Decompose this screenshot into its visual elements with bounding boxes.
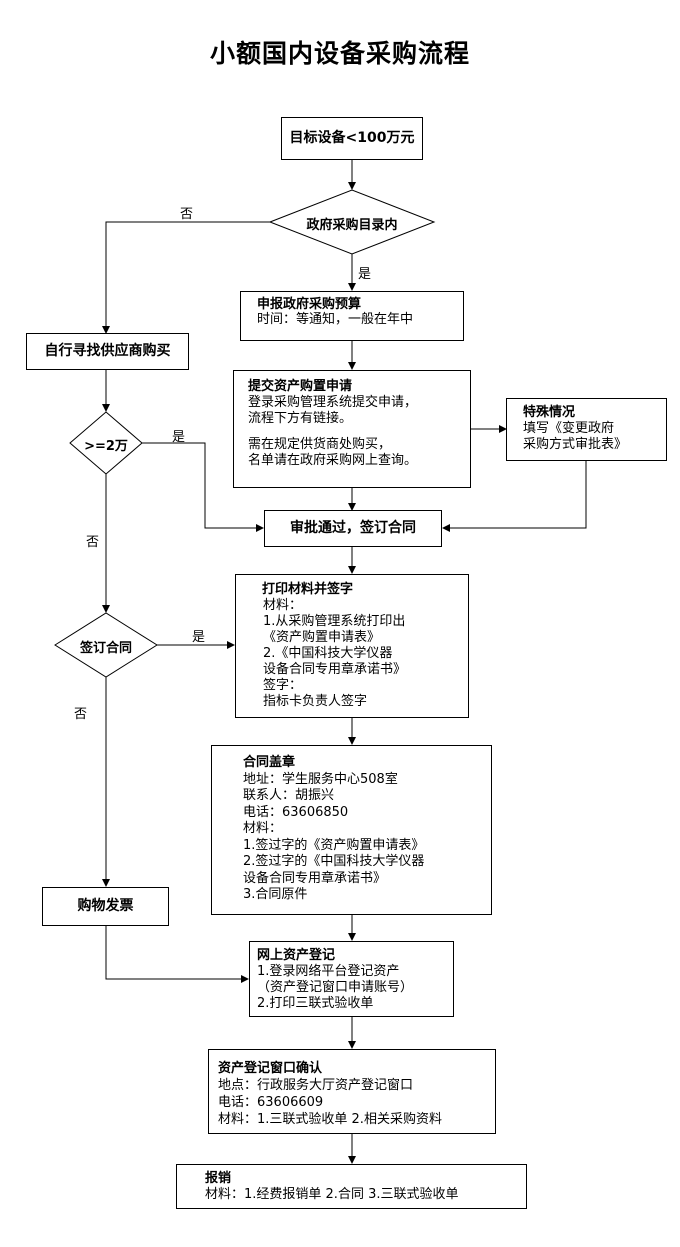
special-case-title: 特殊情况 [523, 405, 576, 420]
seal-line: 地址：学生服务中心508室 [243, 771, 398, 787]
no-2w-label: 否 [86, 535, 100, 550]
yes-catalog-label: 是 [358, 267, 372, 282]
gov-catalog-label: 政府采购目录内 [306, 218, 398, 233]
no-contract-label: 否 [74, 707, 88, 722]
online-reg-title: 网上资产登记 [257, 948, 336, 963]
report-budget-box: 申报政府采购预算 时间：等通知，一般在年中 [240, 291, 464, 341]
window-confirm-box: 资产登记窗口确认 地点：行政服务大厅资产登记窗口 电话：63606609 材料：… [208, 1049, 496, 1134]
yes-contract-label: 是 [192, 630, 206, 645]
yes-2w-label: 是 [172, 430, 186, 445]
special-case-box: 特殊情况 填写《变更政府 采购方式审批表》 [506, 398, 667, 461]
submit-request-line: 需在规定供货商处购买， [248, 437, 392, 452]
print-sign-line: 指标卡负责人签字 [263, 694, 368, 709]
target-device-label: 目标设备<100万元 [289, 130, 415, 146]
window-confirm-line: 地点：行政服务大厅资产登记窗口 [218, 1078, 414, 1093]
print-sign-line: 签字： [263, 678, 303, 693]
online-reg-line: （资产登记窗口申请账号） [257, 980, 414, 995]
window-confirm-line: 材料：1.三联式验收单 2.相关采购资料 [218, 1112, 442, 1127]
seal-line: 材料： [243, 821, 283, 836]
approve-sign-label: 审批通过，签订合同 [290, 520, 416, 536]
print-sign-title: 打印材料并签字 [262, 582, 354, 597]
submit-request-box: 提交资产购置申请 登录采购管理系统提交申请， 流程下方有链接。 需在规定供货商处… [233, 370, 471, 488]
self-buy-box: 自行寻找供应商购买 [26, 333, 189, 370]
reimburse-box: 报销 材料：1.经费报销单 2.合同 3.三联式验收单 [176, 1164, 527, 1209]
seal-line: 1.签过字的《资产购置申请表》 [243, 837, 425, 853]
submit-request-line [248, 427, 470, 437]
reimburse-title: 报销 [205, 1171, 232, 1186]
gov-catalog-diamond [268, 189, 436, 255]
no-catalog-label: 否 [180, 207, 194, 222]
seal-line: 设备合同专用章承诺书》 [243, 870, 387, 886]
online-reg-box: 网上资产登记 1.登录网络平台登记资产 （资产登记窗口申请账号） 2.打印三联式… [249, 941, 454, 1017]
report-budget-title: 申报政府采购预算 [257, 297, 362, 312]
seal-line: 电话：63606850 [243, 804, 349, 820]
print-sign-line: 1.从采购管理系统打印出 [263, 614, 406, 629]
submit-request-title: 提交资产购置申请 [248, 379, 353, 394]
page-title: 小额国内设备采购流程 [209, 39, 470, 68]
print-sign-box: 打印材料并签字 材料： 1.从采购管理系统打印出 《资产购置申请表》 2.《中国… [235, 574, 469, 718]
ge-2w-label: >=2万 [84, 439, 128, 454]
reimburse-line: 材料：1.经费报销单 2.合同 3.三联式验收单 [205, 1187, 459, 1202]
target-device-box: 目标设备<100万元 [281, 117, 423, 160]
submit-request-line: 登录采购管理系统提交申请， [248, 395, 418, 410]
online-reg-line: 1.登录网络平台登记资产 [257, 964, 400, 979]
print-sign-line: 2.《中国科技大学仪器 [263, 646, 393, 661]
submit-request-line: 流程下方有链接。 [248, 411, 353, 426]
approve-sign-box: 审批通过，签订合同 [264, 510, 442, 547]
seal-title: 合同盖章 [243, 755, 296, 770]
invoice-label: 购物发票 [77, 898, 134, 914]
seal-box: 合同盖章 地址：学生服务中心508室 联系人：胡振兴 电话：63606850 材… [211, 745, 492, 915]
print-sign-line: 设备合同专用章承诺书》 [263, 662, 407, 677]
window-confirm-title: 资产登记窗口确认 [218, 1061, 323, 1076]
print-sign-line: 材料： [263, 598, 303, 613]
invoice-box: 购物发票 [42, 887, 169, 926]
report-budget-line: 时间：等通知，一般在年中 [257, 312, 414, 327]
submit-request-line: 名单请在政府采购网上查询。 [248, 453, 418, 468]
contract-q-label: 签订合同 [79, 641, 132, 656]
seal-line: 3.合同原件 [243, 887, 308, 902]
seal-line: 2.签过字的《中国科技大学仪器 [243, 854, 425, 869]
window-confirm-line: 电话：63606609 [218, 1095, 324, 1110]
print-sign-line: 《资产购置申请表》 [263, 630, 381, 645]
online-reg-line: 2.打印三联式验收单 [257, 996, 374, 1011]
self-buy-label: 自行寻找供应商购买 [44, 343, 171, 359]
seal-line: 联系人：胡振兴 [243, 788, 335, 803]
special-case-line: 采购方式审批表》 [523, 437, 628, 452]
special-case-line: 填写《变更政府 [523, 421, 615, 436]
